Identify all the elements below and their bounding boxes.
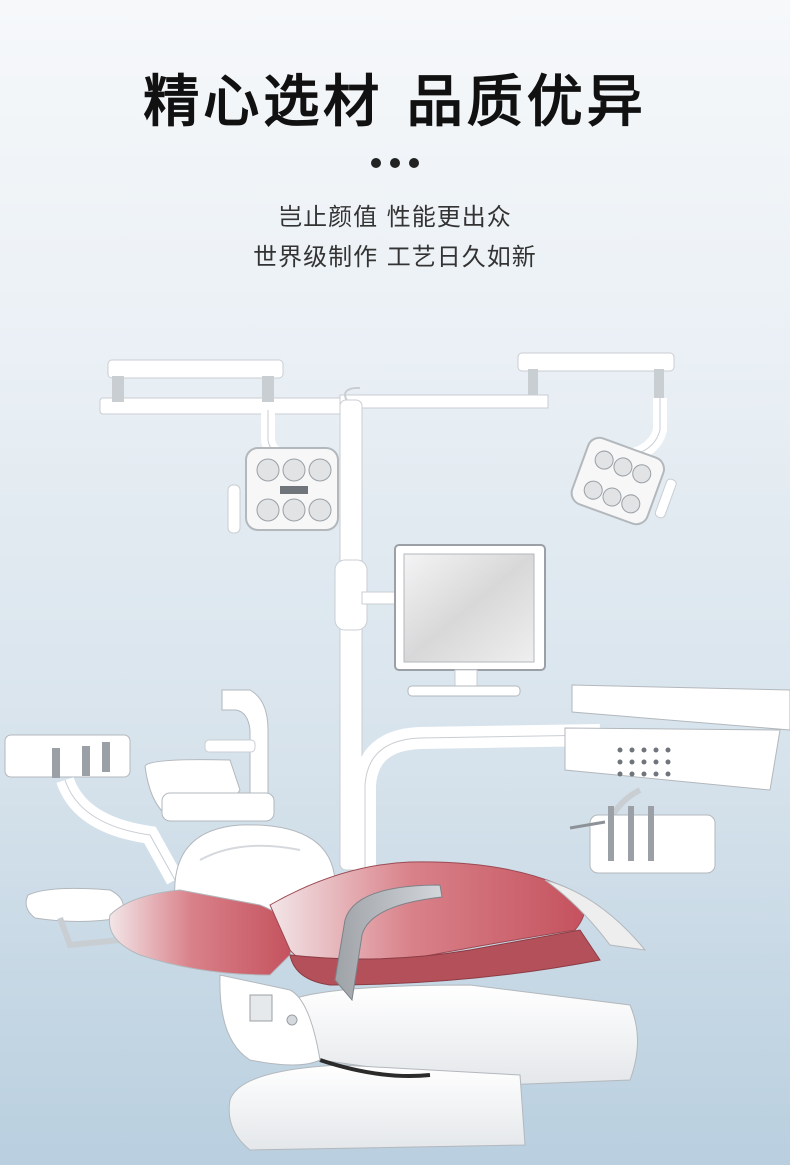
dot-icon <box>409 158 419 168</box>
page-title: 精心选材 品质优异 <box>143 70 647 135</box>
dental-chair-illustration <box>4 352 790 1151</box>
dot-icon <box>371 158 381 168</box>
control-panel-buttons <box>617 747 671 777</box>
dot-icon <box>390 158 400 168</box>
right-operating-light <box>570 436 677 526</box>
spittoon <box>144 689 275 822</box>
right-delivery-arm <box>354 684 790 874</box>
left-operating-light <box>227 447 339 534</box>
armrest <box>334 884 443 1002</box>
central-pole <box>334 387 368 871</box>
chair-pedestal <box>219 974 321 1066</box>
headrest <box>25 887 124 949</box>
monitor <box>361 544 546 697</box>
right-lamp-arm <box>339 352 675 463</box>
subtitle-line-2: 世界级制作 工艺日久如新 <box>253 243 537 271</box>
left-lamp-arm <box>99 359 351 465</box>
chair-base <box>228 984 638 1151</box>
subtitle-line-1: 岂止颜值 性能更出众 <box>278 203 512 231</box>
left-instrument-tray <box>4 734 183 885</box>
dot-divider <box>0 158 790 168</box>
